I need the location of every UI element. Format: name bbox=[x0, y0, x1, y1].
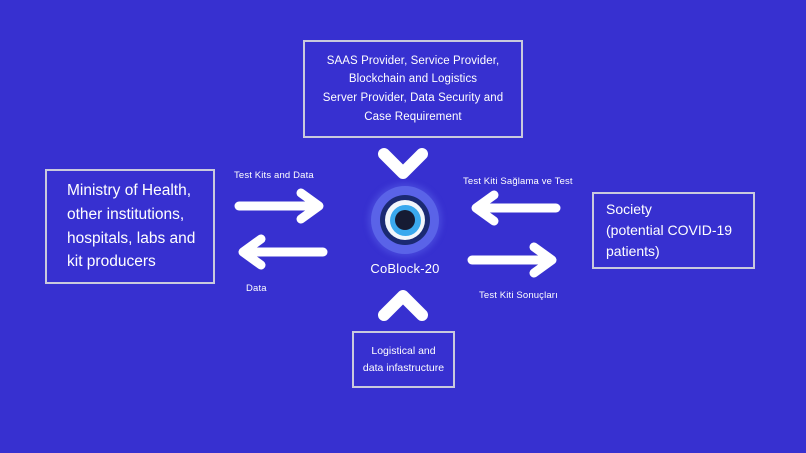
arrow-label-test-kit-results: Test Kiti Sonuçları bbox=[479, 290, 558, 301]
chevron-down-icon-provider-to-center bbox=[378, 148, 428, 179]
node-box-society-text: Society (potential COVID-19 patients) bbox=[606, 201, 733, 259]
arrow-right-icon-test-kit-results bbox=[467, 242, 560, 278]
logo-ring-white bbox=[385, 200, 425, 240]
chevron-up-icon-logistics-to-center bbox=[378, 290, 428, 321]
logo-pupil bbox=[395, 210, 415, 230]
arrow-left-icon-test-kit-supply bbox=[468, 190, 561, 226]
arrow-label-data: Data bbox=[246, 283, 267, 294]
node-box-society: Society (potential COVID-19 patients) bbox=[592, 192, 755, 269]
arrow-right-icon-kits-and-data bbox=[234, 188, 327, 224]
node-box-logistics: Logistical and data infastructure bbox=[352, 331, 455, 388]
node-box-provider-text: SAAS Provider, Service Provider, Blockch… bbox=[322, 54, 504, 123]
logo-ring-cyan bbox=[389, 204, 421, 236]
center-node: CoBlock-20 bbox=[355, 186, 455, 282]
arrow-label-kits-and-data: Test Kits and Data bbox=[234, 170, 314, 181]
logo-ring-navy bbox=[380, 195, 430, 245]
center-node-label: CoBlock-20 bbox=[370, 261, 440, 276]
arrow-left-icon-data bbox=[235, 234, 328, 270]
coblock-20-logo-icon bbox=[371, 186, 439, 254]
node-box-provider: SAAS Provider, Service Provider, Blockch… bbox=[303, 40, 523, 138]
node-box-logistics-text: Logistical and data infastructure bbox=[362, 344, 445, 374]
arrow-label-test-kit-supply: Test Kiti Sağlama ve Test bbox=[463, 176, 573, 187]
node-box-ministry-text: Ministry of Health, other institutions, … bbox=[67, 182, 196, 271]
node-box-ministry: Ministry of Health, other institutions, … bbox=[45, 169, 215, 284]
